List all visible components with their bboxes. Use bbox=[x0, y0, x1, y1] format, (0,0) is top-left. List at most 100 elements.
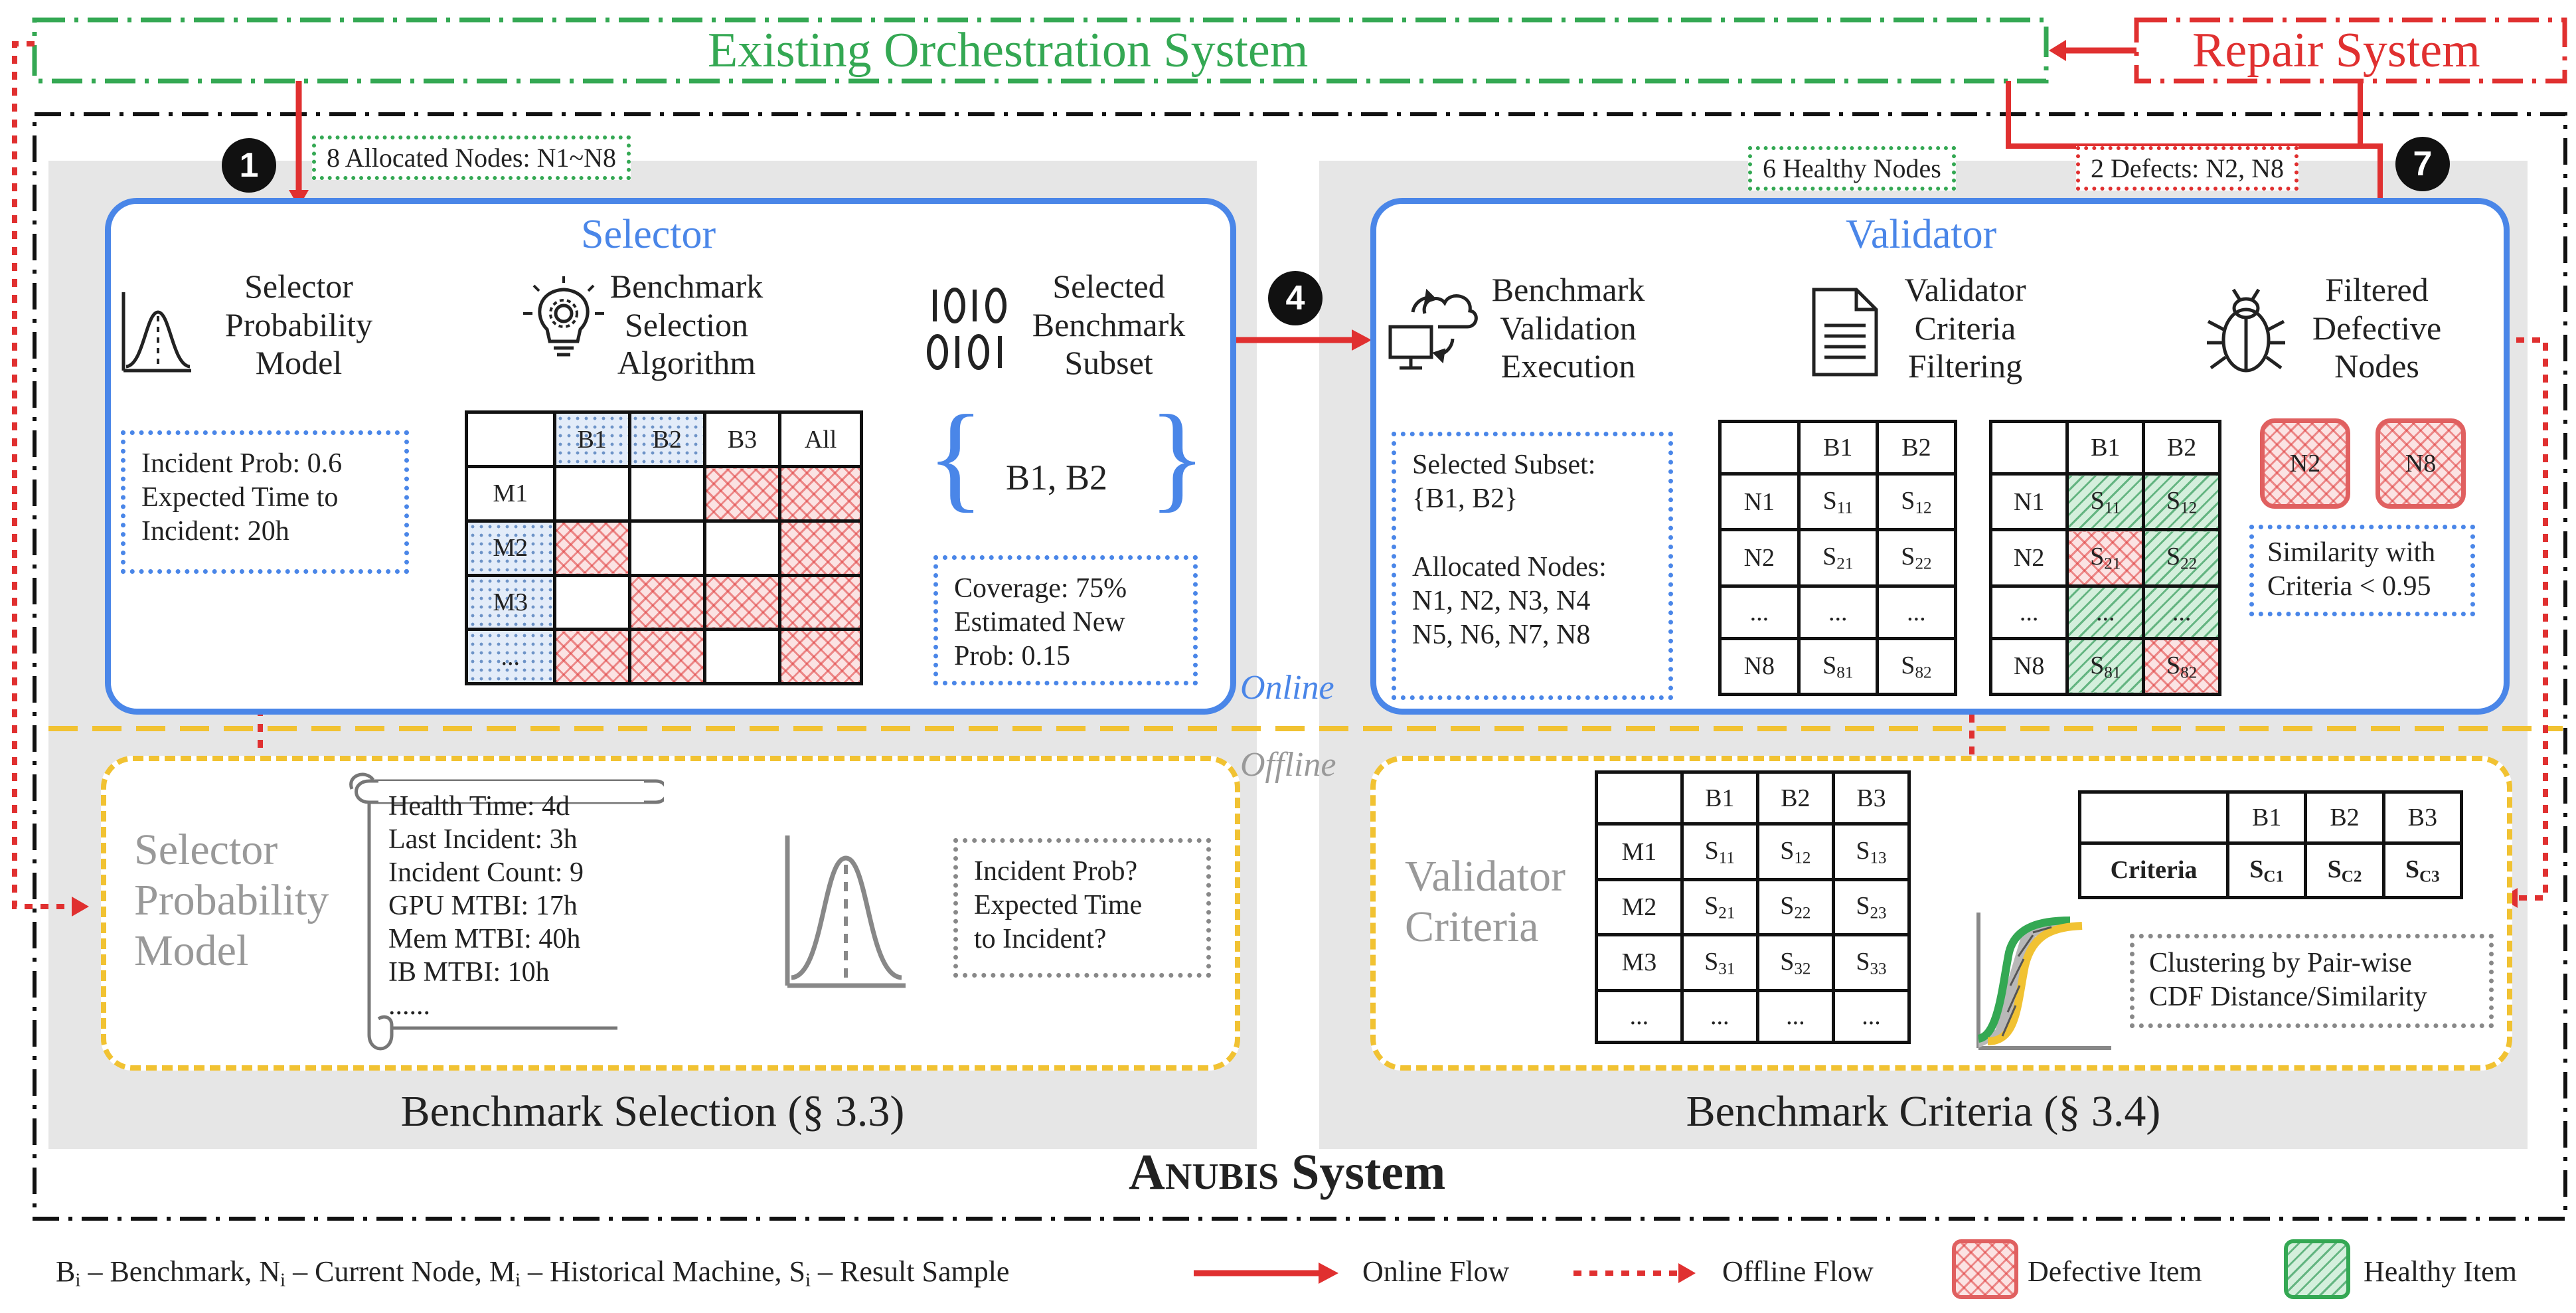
results-cell: S11 bbox=[1797, 472, 1879, 532]
cdf-clustering-icon bbox=[1976, 913, 2111, 1050]
results-cell: ... bbox=[1875, 584, 1958, 640]
benchmark-criteria-section-label: Benchmark Criteria (§ 3.4) bbox=[1686, 1087, 2161, 1136]
matrix-cell-defective bbox=[552, 519, 631, 577]
results-row-label: N2 bbox=[1718, 528, 1801, 588]
criteria-cell: SC2 bbox=[2304, 841, 2385, 900]
criteria-header-b1: B1 bbox=[2225, 790, 2308, 845]
matrix-header-all: All bbox=[778, 410, 863, 468]
selected-benchmark-subset-label: Selected Benchmark Subset bbox=[1032, 268, 1186, 381]
results-row-label: N1 bbox=[1718, 472, 1801, 532]
history-cell: S32 bbox=[1755, 933, 1835, 992]
matrix-cell bbox=[552, 573, 631, 632]
selector-title: Selector bbox=[581, 212, 716, 257]
scroll-icon bbox=[349, 772, 664, 1051]
legend-online-flow: Online Flow bbox=[1362, 1255, 1510, 1288]
filtered-cell-healthy: ... bbox=[2065, 584, 2146, 640]
subset-value: B1, B2 bbox=[1006, 458, 1108, 497]
matrix-row-label: M2 bbox=[465, 519, 556, 577]
legend-defective-swatch bbox=[1952, 1239, 2018, 1299]
history-cell: S21 bbox=[1680, 877, 1759, 937]
lightbulb-gear-icon bbox=[523, 276, 604, 357]
results-cell: ... bbox=[1797, 584, 1879, 640]
incident-prob-note: Incident Prob: 0.6 Expected Time to Inci… bbox=[121, 430, 409, 574]
history-cell: S13 bbox=[1831, 822, 1911, 881]
matrix-header-b1: B1 bbox=[552, 410, 631, 468]
history-row-label: ... bbox=[1595, 988, 1684, 1045]
history-cell: S23 bbox=[1831, 877, 1911, 937]
results-cell: S21 bbox=[1797, 528, 1879, 588]
anubis-suffix: System bbox=[1279, 1144, 1446, 1200]
offline-selector-probability-title: Selector Probability Model bbox=[134, 826, 329, 975]
history-cell: S11 bbox=[1680, 822, 1759, 881]
document-icon bbox=[1812, 288, 1878, 377]
bug-icon bbox=[2207, 288, 2285, 373]
history-cell: ... bbox=[1755, 988, 1835, 1045]
filtered-header-b1: B1 bbox=[2065, 419, 2146, 476]
results-cell: S22 bbox=[1875, 528, 1958, 588]
history-header-blank bbox=[1595, 770, 1684, 826]
matrix-cell-defective bbox=[778, 465, 863, 523]
anubis-system-label: ANUBIS System bbox=[1129, 1144, 1445, 1201]
filtered-cell-healthy: S22 bbox=[2142, 528, 2221, 588]
matrix-cell bbox=[702, 519, 782, 577]
step-7-badge: 7 bbox=[2395, 137, 2450, 191]
matrix-cell-defective bbox=[702, 465, 782, 523]
anubis-rest: NUBIS bbox=[1165, 1156, 1279, 1197]
clustering-note: Clustering by Pair-wise CDF Distance/Sim… bbox=[2130, 934, 2494, 1028]
step-1-badge: 1 bbox=[222, 138, 276, 193]
results-cell: S82 bbox=[1875, 636, 1958, 697]
criteria-header-blank bbox=[2078, 790, 2229, 845]
filtered-header-b2: B2 bbox=[2142, 419, 2221, 476]
history-header-b2: B2 bbox=[1755, 770, 1835, 826]
filtered-row-label: N1 bbox=[1988, 472, 2069, 532]
probability-curve-icon bbox=[121, 292, 191, 373]
history-row-label: M1 bbox=[1595, 822, 1684, 881]
history-cell: S22 bbox=[1755, 877, 1835, 937]
subset-left-brace: { bbox=[927, 391, 985, 523]
validator-criteria-filtering-label: Validator Criteria Filtering bbox=[1904, 271, 2026, 385]
criteria-cell: SC3 bbox=[2381, 841, 2464, 900]
matrix-cell-defective bbox=[702, 573, 782, 632]
history-cell: ... bbox=[1680, 988, 1759, 1045]
offline-label: Offline bbox=[1240, 746, 1336, 784]
allocated-nodes-tag: 8 Allocated Nodes: N1~N8 bbox=[312, 135, 631, 180]
filtered-defective-nodes-label: Filtered Defective Nodes bbox=[2312, 271, 2442, 385]
criteria-row-label: Criteria bbox=[2078, 841, 2229, 900]
results-cell: S12 bbox=[1875, 472, 1958, 532]
defective-node-n2: N2 bbox=[2260, 418, 2350, 509]
results-row-label: N8 bbox=[1718, 636, 1801, 697]
step-4-badge: 4 bbox=[1268, 271, 1323, 325]
history-row-label: M3 bbox=[1595, 933, 1684, 992]
matrix-cell bbox=[702, 628, 782, 685]
defective-node-n8: N8 bbox=[2375, 418, 2466, 509]
filtered-row-label: N8 bbox=[1988, 636, 2069, 697]
selected-subset-note: Selected Subset: {B1, B2} Allocated Node… bbox=[1392, 432, 1673, 700]
filtered-cell-defective: S82 bbox=[2142, 636, 2221, 697]
validator-title: Validator bbox=[1846, 212, 1997, 257]
results-header-b1: B1 bbox=[1797, 419, 1879, 476]
matrix-header-b2: B2 bbox=[627, 410, 706, 468]
validator-criteria-title: Validator Criteria bbox=[1405, 852, 1566, 951]
selector-probability-model-label: Selector Probability Model bbox=[224, 268, 373, 381]
matrix-cell bbox=[552, 465, 631, 523]
results-cell: S81 bbox=[1797, 636, 1879, 697]
machine-history-text: Health Time: 4d Last Incident: 3h Incide… bbox=[388, 791, 584, 1021]
legend-defective-label: Defective Item bbox=[2028, 1255, 2202, 1288]
cloud-computer-icon bbox=[1388, 288, 1478, 370]
matrix-cell-defective bbox=[627, 573, 706, 632]
benchmark-selection-algorithm-label: Benchmark Selection Algorithm bbox=[609, 268, 764, 381]
filtered-row-label: ... bbox=[1988, 584, 2069, 640]
legend-offline-flow: Offline Flow bbox=[1722, 1255, 1874, 1288]
matrix-cell-defective bbox=[552, 628, 631, 685]
matrix-row-label: M3 bbox=[465, 573, 556, 632]
matrix-cell-defective bbox=[627, 628, 706, 685]
results-header-blank bbox=[1718, 419, 1801, 476]
filtered-cell-healthy: S81 bbox=[2065, 636, 2146, 697]
defects-tag: 2 Defects: N2, N8 bbox=[2076, 146, 2299, 191]
benchmark-validation-execution-label: Benchmark Validation Execution bbox=[1491, 271, 1645, 385]
existing-orchestration-label: Existing Orchestration System bbox=[708, 23, 1309, 78]
legend-healthy-swatch bbox=[2284, 1239, 2350, 1299]
